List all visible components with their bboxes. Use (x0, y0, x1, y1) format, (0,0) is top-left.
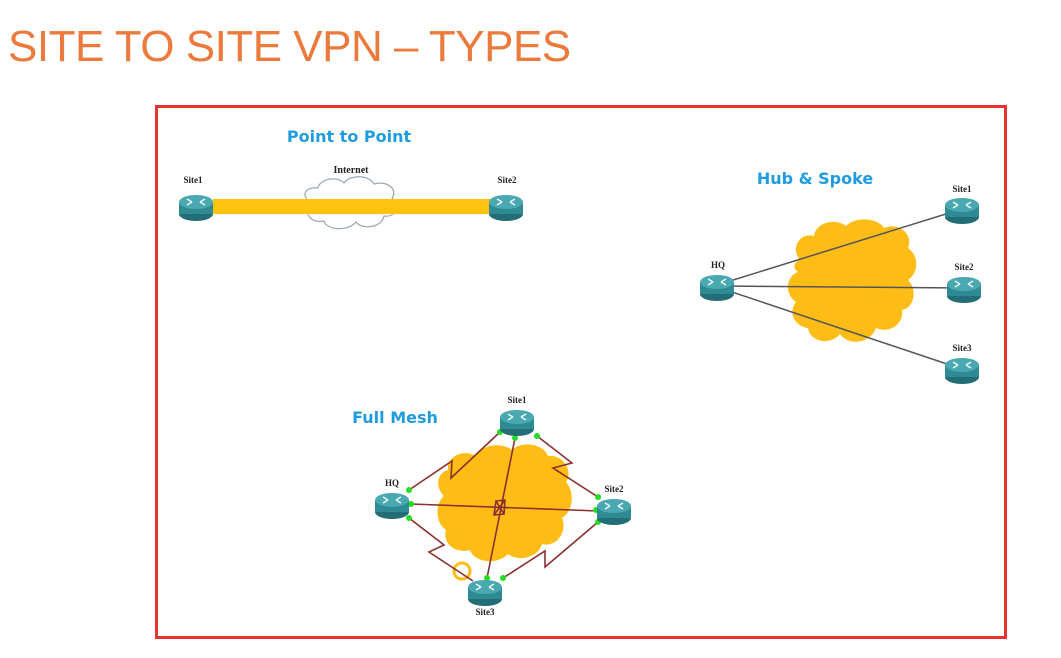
full-mesh-title: Full Mesh (352, 408, 438, 427)
serial-link-hq-site3 (408, 517, 474, 582)
serial-link-site3-site2 (502, 521, 599, 579)
vpn-cloud-icon (787, 219, 917, 342)
router-hq[interactable] (699, 274, 735, 302)
router-site2[interactable] (596, 498, 632, 526)
hub-and-spoke-title: Hub & Spoke (757, 169, 874, 188)
point-to-point-diagram: Point to Point Internet Site1 Site2 (178, 127, 524, 230)
node-label: Site2 (955, 262, 974, 272)
node-label: Site2 (605, 484, 624, 494)
router-site1[interactable] (178, 194, 214, 222)
router-site3[interactable] (467, 579, 503, 607)
interface-ports (406, 429, 601, 581)
hub-and-spoke-diagram: Hub & Spoke HQ Site1 Site2 Site3 (699, 169, 982, 385)
diagram-frame (155, 105, 1007, 639)
router-hq[interactable] (374, 492, 410, 520)
spoke-link-site2 (716, 285, 964, 289)
router-site1[interactable] (499, 409, 535, 437)
router-site3[interactable] (944, 357, 980, 385)
node-label: Site1 (953, 184, 972, 194)
loopback-icon (452, 561, 472, 581)
spoke-link-site3 (716, 286, 963, 370)
point-to-point-title: Point to Point (287, 127, 412, 146)
spoke-link-site1 (716, 208, 963, 286)
router-site2[interactable] (946, 276, 982, 304)
full-mesh-diagram: Full Mesh Site1 HQ S (352, 395, 632, 617)
node-label: Site3 (476, 607, 495, 617)
router-site2[interactable] (488, 194, 524, 222)
router-icon (178, 194, 214, 222)
router-icon (488, 194, 524, 222)
internet-cloud-label: Internet (334, 165, 370, 176)
slide-title: SITE TO SITE VPN – TYPES (8, 22, 571, 71)
node-label: HQ (711, 260, 725, 270)
vpn-tunnel-link (213, 199, 503, 214)
serial-link-site1-site2 (536, 435, 599, 498)
node-label: Site3 (953, 343, 972, 353)
node-label: HQ (385, 478, 399, 488)
node-label: Site1 (508, 395, 527, 405)
serial-link-hq-site1 (408, 431, 501, 491)
router-site1[interactable] (944, 197, 980, 225)
node-label: Site2 (498, 175, 517, 185)
crossing-marker (493, 499, 506, 516)
node-label: Site1 (184, 175, 203, 185)
